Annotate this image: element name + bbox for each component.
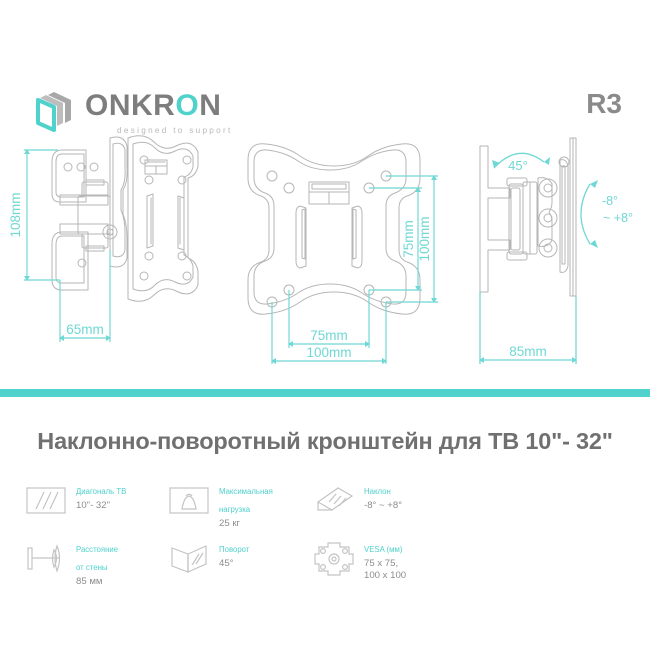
feature-max-load: Максимальная нагрузка 25 кг [167,478,312,536]
feature-tilt: Наклон -8° ~ +8° [312,478,477,536]
feature-label: Поворот [219,545,250,554]
feature-label: Максимальная нагрузка [219,487,273,514]
tv-screen-diagonal-icon [24,478,68,518]
dimension-label-75mm-vertical: 75mm [401,220,416,258]
page-title: Наклонно-поворотный кронштейн для ТВ 10"… [37,428,613,454]
header: ONKRON designed to support R3 [0,40,650,135]
dimension-label-65mm: 65mm [66,322,104,337]
feature-value: 75 x 75, 100 x 100 [364,558,407,582]
brand-tagline: designed to support [117,126,233,135]
technical-drawings: 108mm 65mm [0,120,650,375]
feature-label: Наклон [364,487,391,496]
feature-value: -8° ~ +8° [364,500,403,511]
dimension-label-100mm-horizontal: 100mm [306,345,351,360]
dimension-label-85mm: 85mm [509,344,547,359]
side-view-drawing: 108mm 65mm [0,120,230,375]
dimension-label-108mm: 108mm [8,192,23,237]
onkron-cube-logo-icon [28,90,76,136]
tilt-angle-icon [312,478,356,518]
brand-wordmark: ONKRON designed to support [85,89,233,136]
angle-label-minus-8: -8° [602,194,618,208]
feature-wall-distance: Расстояние от стены 85 мм [24,536,167,594]
max-load-weight-icon [167,478,211,518]
feature-value: 25 кг [219,518,241,529]
front-view-drawing: 100mm 75mm 75mm 100mm [228,120,453,375]
feature-label: Расстояние от стены [76,545,119,572]
dimension-label-75mm-horizontal: 75mm [310,328,348,343]
feature-grid: Диагональ ТВ 10"- 32" Максимальная нагру… [24,478,626,594]
profile-view-drawing: 45° -8° ~ +8° 85mm [450,120,650,375]
feature-value: 85 мм [76,576,103,587]
feature-tv-diagonal: Диагональ ТВ 10"- 32" [24,478,167,536]
model-code: R3 [586,88,622,119]
vesa-pattern-icon [312,536,356,576]
feature-label: Диагональ ТВ [76,487,127,496]
brand-name: ONKRON [85,89,222,122]
swivel-rotation-icon [167,536,211,576]
wall-distance-icon [24,536,68,576]
feature-vesa: VESA (мм) 75 x 75, 100 x 100 [312,536,477,594]
feature-swivel: Поворот 45° [167,536,312,594]
feature-label: VESA (мм) [364,545,403,554]
angle-label-plus-8: ~ +8° [603,211,633,225]
feature-value: 10"- 32" [76,500,111,511]
angle-label-45: 45° [508,158,528,173]
brand-logo: ONKRON designed to support [28,90,233,136]
feature-value: 45° [219,558,234,569]
dimension-label-100mm-vertical: 100mm [417,216,432,261]
title-accent-band [0,389,650,397]
